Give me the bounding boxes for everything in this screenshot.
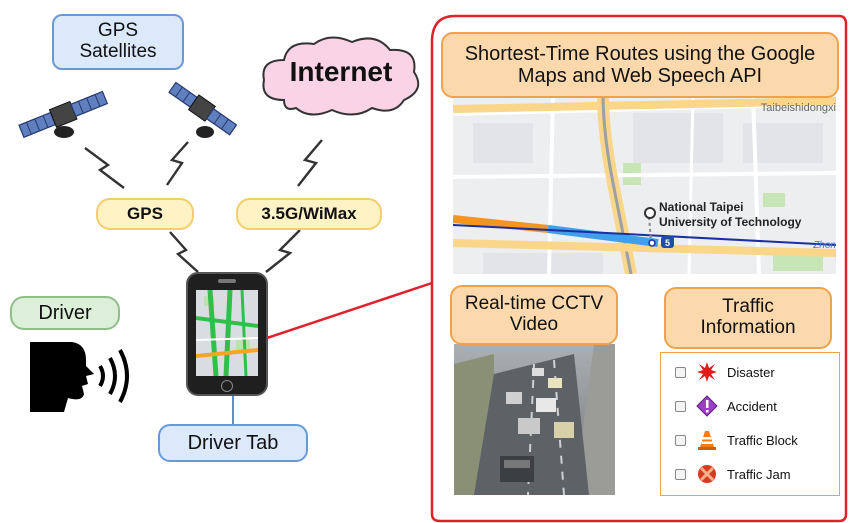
legend-label: Disaster (727, 364, 775, 380)
phone-to-panel-connector (251, 281, 433, 345)
wireless-bolt-icon (265, 229, 301, 273)
speaking-driver-icon (30, 342, 129, 412)
satellite-icon (168, 81, 238, 138)
place-name-line1: National Taipei (659, 200, 743, 214)
driver-tab-device (186, 272, 268, 396)
satellite-icon (18, 90, 109, 139)
internet-cloud-icon (262, 36, 420, 116)
cctv-title: Real-time CCTV Video (450, 285, 618, 345)
legend-row-traffic-block: Traffic Block (675, 429, 798, 451)
road-label-top: Taibeishidongxi (761, 102, 836, 114)
wireless-bolt-icon (169, 231, 199, 273)
place-name-line2: University of Technology (659, 215, 802, 229)
legend-label: Traffic Block (727, 432, 798, 448)
wireless-bolt-icon (84, 147, 125, 189)
route-shield-label: 5 (665, 238, 670, 248)
legend-row-accident: Accident (675, 395, 777, 417)
legend-label: Traffic Jam (727, 466, 791, 482)
legend-row-traffic-jam: Traffic Jam (675, 463, 791, 485)
routes-title: Shortest-Time Routes using the Google Ma… (441, 32, 839, 98)
device-map-screen (196, 290, 258, 376)
traffic-title: Traffic Information (664, 287, 832, 349)
traffic-block-checkbox[interactable] (675, 434, 686, 446)
disaster-checkbox[interactable] (675, 366, 686, 378)
legend-row-disaster: Disaster (675, 361, 775, 383)
internet-label: Internet (289, 55, 393, 87)
network-label: 3.5G/WiMax (236, 198, 382, 230)
traffic-jam-icon (698, 465, 716, 483)
traffic-legend-panel: Disaster Accident Traffic Block Traffic … (660, 352, 840, 496)
gps-satellites-label: GPS Satellites (52, 14, 184, 70)
road-label-right: Zhon (812, 240, 836, 251)
gps-label: GPS (96, 198, 194, 230)
accident-icon (696, 395, 718, 417)
driver-label: Driver (10, 296, 120, 330)
driver-tab-label: Driver Tab (158, 424, 308, 462)
traffic-cone-icon (698, 431, 716, 450)
wireless-bolt-icon (166, 141, 189, 186)
legend-label: Accident (727, 398, 777, 414)
wireless-bolt-icon (297, 139, 323, 187)
disaster-icon (697, 362, 717, 382)
route-map: 5 Taibeishidongxi National Taipei Univer… (453, 93, 836, 274)
cctv-video-feed (454, 344, 615, 495)
accident-checkbox[interactable] (675, 400, 686, 412)
feature-panel-border (430, 14, 848, 523)
traffic-jam-checkbox[interactable] (675, 468, 686, 480)
